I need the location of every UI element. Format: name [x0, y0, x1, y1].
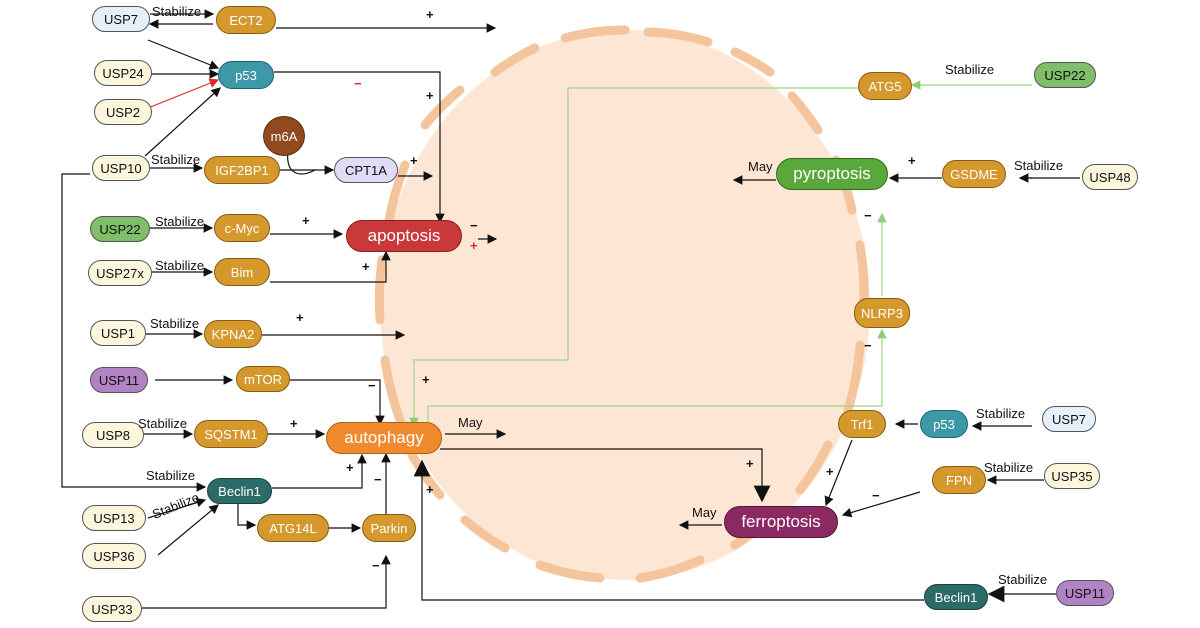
usp27x-node: USP27x [88, 260, 152, 286]
plus-sign: + [346, 460, 354, 475]
plus-sign: + [908, 153, 916, 168]
usp33-node: USP33 [82, 596, 142, 622]
cpt1a-node: CPT1A [334, 157, 398, 183]
stabilize-label: Stabilize [155, 214, 205, 229]
plus-sign: + [426, 7, 434, 22]
usp24-node: USP24 [94, 60, 152, 86]
stabilize-label: Stabilize [998, 572, 1048, 587]
plus-sign: + [296, 310, 304, 325]
ferroptosis-node: ferroptosis [724, 506, 838, 538]
stabilize-label: Stabilize [151, 152, 201, 167]
plus-sign: + [746, 456, 754, 471]
c-myc-node: c-Myc [214, 214, 270, 242]
stabilize-label: Stabilize [155, 258, 205, 273]
ect2-node: ECT2 [216, 6, 276, 34]
beclin1-node-left: Beclin1 [207, 478, 272, 504]
plus-sign: + [470, 238, 478, 253]
minus-sign: − [470, 218, 478, 233]
minus-sign: − [864, 208, 872, 223]
minus-sign: − [864, 338, 872, 353]
minus-sign: − [872, 488, 880, 503]
plus-sign: + [290, 416, 298, 431]
minus-sign: − [372, 558, 380, 573]
usp36-node: USP36 [82, 543, 146, 569]
autophagy-node: autophagy [326, 422, 442, 454]
trf1-node: Trf1 [838, 410, 886, 438]
nlrp3-node: NLRP3 [854, 298, 910, 328]
gsdme-node: GSDME [942, 160, 1006, 188]
p53-node-right: p53 [920, 410, 968, 438]
stabilize-label: Stabilize [945, 62, 995, 77]
igf2bp1-node: IGF2BP1 [204, 156, 280, 184]
pyroptosis-node: pyroptosis [776, 158, 888, 190]
usp7-node-right: USP7 [1042, 406, 1096, 432]
parkin-node: Parkin [362, 514, 416, 542]
usp11-node-left: USP11 [90, 367, 148, 393]
usp2-node: USP2 [94, 99, 152, 125]
stabilize-label: Stabilize [976, 406, 1026, 421]
m6a-node: m6A [263, 116, 305, 156]
minus-sign: − [354, 76, 362, 91]
atg5-node: ATG5 [858, 72, 912, 100]
usp22-node-left: USP22 [90, 216, 150, 242]
cell-membrane [374, 25, 870, 583]
fpn-node: FPN [932, 466, 986, 494]
may-label: May [692, 505, 717, 520]
plus-sign: + [422, 372, 430, 387]
plus-sign: + [410, 153, 418, 168]
stabilize-label: Stabilize [984, 460, 1034, 475]
usp35-node: USP35 [1044, 463, 1100, 489]
minus-sign: − [374, 472, 382, 487]
beclin1-node-right: Beclin1 [924, 584, 988, 610]
usp1-node: USP1 [90, 320, 146, 346]
plus-sign: + [362, 259, 370, 274]
usp10-node: USP10 [92, 155, 150, 181]
kpna2-node: KPNA2 [204, 320, 262, 348]
stabilize-label: Stabilize [146, 468, 196, 483]
plus-sign: + [302, 213, 310, 228]
sqstm1-node: SQSTM1 [194, 420, 268, 448]
bim-node: Bim [214, 258, 270, 286]
may-label: May [748, 159, 773, 174]
usp7-node-top: USP7 [92, 6, 150, 32]
stabilize-label: Stabilize [152, 4, 202, 19]
stabilize-label: Stabilize [150, 316, 200, 331]
minus-sign: − [368, 378, 376, 393]
usp11-node-right: USP11 [1056, 580, 1114, 606]
plus-sign: + [826, 464, 834, 479]
usp22-node-right: USP22 [1034, 62, 1096, 88]
p53-node-left: p53 [218, 61, 274, 89]
apoptosis-node: apoptosis [346, 220, 462, 252]
plus-sign: + [426, 88, 434, 103]
mtor-node: mTOR [236, 366, 290, 392]
usp13-node: USP13 [82, 505, 146, 531]
usp48-node: USP48 [1082, 164, 1138, 190]
usp8-node: USP8 [82, 422, 144, 448]
plus-sign: + [426, 482, 434, 497]
stabilize-label: Stabilize [138, 416, 188, 431]
stabilize-label: Stabilize [1014, 158, 1064, 173]
may-label: May [458, 415, 483, 430]
atg14l-node: ATG14L [257, 514, 329, 542]
